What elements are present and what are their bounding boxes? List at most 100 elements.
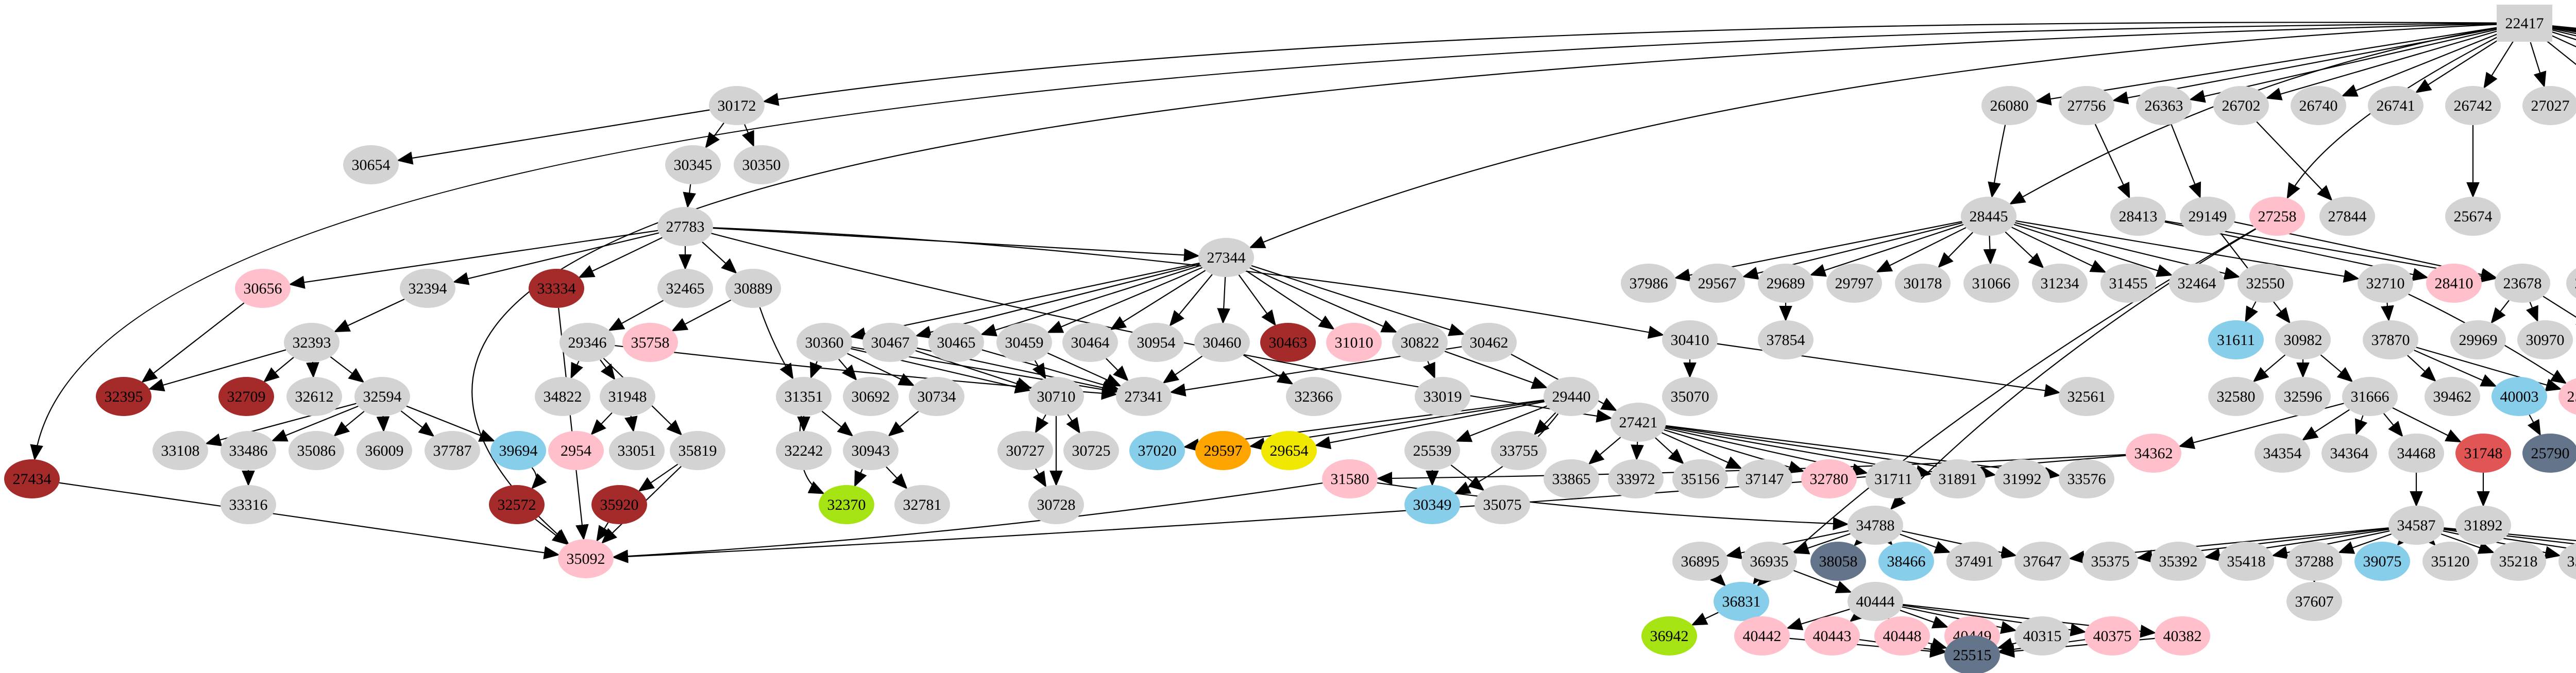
node-shape bbox=[1260, 323, 1316, 362]
node-shape bbox=[776, 377, 832, 416]
node-label: 30462 bbox=[1470, 334, 1509, 351]
edge-27344-30822 bbox=[1249, 267, 1398, 333]
node-label: 34587 bbox=[2397, 517, 2436, 534]
edge-26363-29149 bbox=[2171, 124, 2201, 199]
node-label: 32612 bbox=[295, 388, 334, 405]
edge-27344-30460 bbox=[1217, 277, 1231, 324]
node-label: 32242 bbox=[785, 442, 823, 459]
graph-node-39075: 39075 bbox=[2354, 542, 2410, 581]
graph-node-31351: 31351 bbox=[776, 377, 832, 416]
node-shape bbox=[2208, 320, 2264, 359]
graph-node-37870: 37870 bbox=[2363, 320, 2418, 359]
node-label: 31892 bbox=[2464, 517, 2503, 534]
edge-30360-30692 bbox=[838, 358, 857, 381]
node-label: 27027 bbox=[2531, 97, 2570, 114]
node-label: 32781 bbox=[903, 496, 942, 513]
graph-node-31455: 31455 bbox=[2100, 264, 2156, 303]
edge-27421-37147 bbox=[1662, 432, 1742, 469]
edge-30889-31351 bbox=[759, 307, 794, 380]
graph-node-36942: 36942 bbox=[1641, 616, 1697, 655]
graph-node-30360: 30360 bbox=[796, 323, 852, 362]
graph-node-30710: 30710 bbox=[1028, 377, 1084, 416]
graph-node-26742: 26742 bbox=[2445, 86, 2501, 125]
edge-27783-30656 bbox=[289, 230, 658, 289]
node-label: 23678 bbox=[2503, 275, 2542, 292]
node-label: 35070 bbox=[1671, 388, 1709, 405]
node-label: 40003 bbox=[2500, 388, 2539, 405]
node-label: 35218 bbox=[2499, 553, 2538, 570]
node-shape bbox=[843, 377, 899, 416]
edge-22417-26742 bbox=[2483, 41, 2514, 89]
node-label: 31066 bbox=[1972, 275, 2011, 292]
graph-node-40003: 40003 bbox=[2492, 377, 2547, 416]
node-label: 27756 bbox=[2067, 97, 2106, 114]
graph-node-35375: 35375 bbox=[2082, 542, 2138, 581]
edge-30710-30725 bbox=[1066, 414, 1080, 434]
node-shape bbox=[2388, 506, 2444, 545]
node-shape bbox=[1621, 264, 1676, 303]
edge-28445-31234 bbox=[2005, 231, 2044, 269]
edge-28445-31066 bbox=[1983, 235, 1997, 265]
graph-node-28410: 28410 bbox=[2426, 264, 2482, 303]
graph-node-32393: 32393 bbox=[284, 323, 340, 362]
node-label: 39075 bbox=[2363, 553, 2402, 570]
graph-node-40315: 40315 bbox=[2014, 616, 2070, 655]
node-label: 30692 bbox=[852, 388, 890, 405]
edge-29440-33755 bbox=[1533, 412, 1556, 436]
node-label: 32596 bbox=[2284, 388, 2323, 405]
node-shape bbox=[2084, 616, 2140, 655]
graph-node-35418: 35418 bbox=[2218, 542, 2274, 581]
node-label: 26742 bbox=[2454, 97, 2493, 114]
edge-27344-30459 bbox=[1046, 267, 1203, 333]
edge-30822-33019 bbox=[1423, 360, 1435, 379]
node-shape bbox=[1801, 459, 1857, 498]
node-shape bbox=[600, 377, 655, 416]
graph-node-30692: 30692 bbox=[843, 377, 899, 416]
node-label: 34354 bbox=[2263, 445, 2302, 462]
node-label: 32395 bbox=[105, 388, 143, 405]
edge-22417-27127 bbox=[2547, 33, 2576, 47]
node-label: 27844 bbox=[2328, 208, 2367, 225]
edge-30172-30350 bbox=[742, 124, 754, 147]
graph-node-30178: 30178 bbox=[1895, 264, 1951, 303]
graph-node-30459: 30459 bbox=[996, 323, 1052, 362]
graph-node-30943: 30943 bbox=[843, 431, 899, 470]
node-shape bbox=[2497, 5, 2552, 42]
node-label: 30656 bbox=[244, 280, 282, 297]
edge-22417-26740 bbox=[2341, 32, 2501, 97]
edge-22417-26741 bbox=[2415, 36, 2504, 93]
graph-node-33051: 33051 bbox=[609, 431, 665, 470]
graph-node-27341: 27341 bbox=[1116, 377, 1172, 416]
node-label: 35418 bbox=[2227, 553, 2266, 570]
node-shape bbox=[2014, 616, 2070, 655]
graph-node-36831: 36831 bbox=[1714, 582, 1769, 621]
node-label: 32710 bbox=[2366, 275, 2405, 292]
graph-node-32612: 32612 bbox=[286, 377, 342, 416]
graph-node-29346: 29346 bbox=[560, 323, 615, 362]
graph-node-31010: 31010 bbox=[1326, 323, 1382, 362]
edge-32550-31611 bbox=[2245, 301, 2258, 323]
node-shape bbox=[2136, 86, 2192, 125]
node-label: 25674 bbox=[2454, 208, 2493, 225]
edge-26702-27844 bbox=[2256, 121, 2333, 201]
node-shape bbox=[2059, 86, 2114, 125]
graph-node-37491: 37491 bbox=[1946, 542, 2002, 581]
graph-node-35120: 35120 bbox=[2422, 542, 2478, 581]
node-shape bbox=[1404, 485, 1460, 524]
edge-34788-36935 bbox=[1793, 533, 1851, 555]
node-shape bbox=[152, 431, 208, 470]
graph-node-36935: 36935 bbox=[1741, 542, 1797, 581]
node-shape bbox=[1944, 635, 2000, 673]
node-shape bbox=[2319, 197, 2375, 236]
node-shape bbox=[2388, 434, 2444, 473]
edge-27783-30889 bbox=[702, 241, 737, 274]
node-label: 32394 bbox=[409, 280, 447, 297]
node-label: 31891 bbox=[1939, 471, 1977, 488]
graph-node-27783: 27783 bbox=[657, 207, 713, 246]
graph-node-33972: 33972 bbox=[1608, 459, 1664, 498]
edge-34587-35218 bbox=[2441, 533, 2495, 554]
edge-34587-35418 bbox=[2272, 530, 2390, 559]
node-label: 30463 bbox=[1269, 334, 1308, 351]
node-label: 33334 bbox=[537, 280, 576, 297]
graph-node-30982: 30982 bbox=[2275, 320, 2331, 359]
